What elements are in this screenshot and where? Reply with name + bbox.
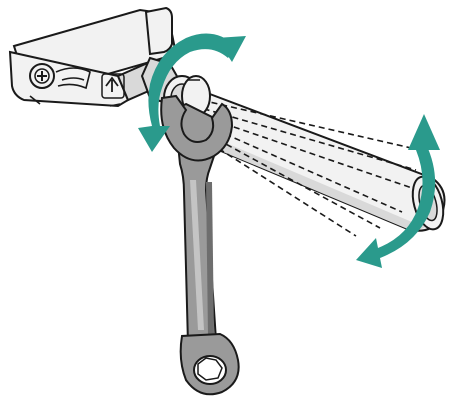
open-end-wrench-icon xyxy=(161,96,238,394)
phillips-screw-icon xyxy=(30,64,54,88)
